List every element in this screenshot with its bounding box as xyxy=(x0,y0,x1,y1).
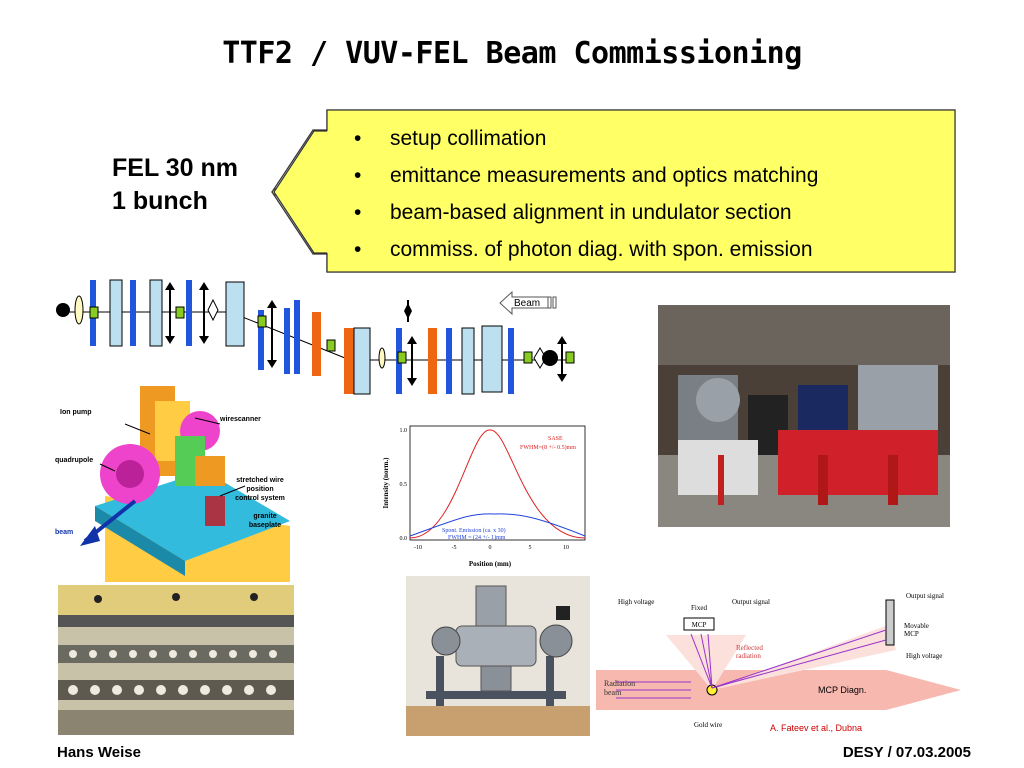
svg-text:beam: beam xyxy=(604,688,622,697)
label-quadrupole: quadrupole xyxy=(55,457,93,464)
detector-device-svg xyxy=(406,576,590,736)
credit-text: A. Fateev et al., Dubna xyxy=(770,723,862,733)
beam-label: Beam xyxy=(514,298,540,309)
svg-text:MCP: MCP xyxy=(904,630,919,638)
orange-dipole xyxy=(428,328,437,394)
xtick: 10 xyxy=(563,545,569,551)
bullet-item: commiss. of photon diag. with spon. emis… xyxy=(350,231,940,268)
xtick: -5 xyxy=(452,545,457,551)
label-stretched-wire: stretched wire xyxy=(236,477,284,484)
svg-text:position: position xyxy=(246,486,273,493)
label-radiation-beam: Radiation xyxy=(604,679,635,688)
beamline-schematic: Beam xyxy=(0,270,1024,400)
bpm-icon xyxy=(257,315,267,328)
undulator-drawing-svg: Ion pump wirescanner quadrupole stretche… xyxy=(55,386,290,582)
sase-curve xyxy=(409,429,586,539)
label-mcp-diagn: MCP Diagn. xyxy=(818,685,866,695)
svg-text:control system: control system xyxy=(235,495,285,502)
label-wirescanner: wirescanner xyxy=(219,416,261,423)
xtick: 5 xyxy=(529,545,532,551)
bpm-icon xyxy=(89,306,99,319)
plot-xlabel: Position (mm) xyxy=(469,560,512,568)
blue-magnet xyxy=(294,300,300,374)
svg-text:MCP: MCP xyxy=(692,621,707,629)
fel-bunch: 1 bunch xyxy=(112,187,208,215)
bullet-item: setup collimation xyxy=(350,120,940,157)
label-ion-pump: Ion pump xyxy=(60,409,92,416)
undulator-holes-svg xyxy=(58,585,294,735)
ytick: 0.5 xyxy=(400,482,408,488)
bpm-icon xyxy=(565,351,575,364)
ytick: 0.0 xyxy=(400,536,408,542)
blue-magnet xyxy=(186,280,192,346)
tunnel-photo-svg xyxy=(658,305,950,527)
label-reflected: Reflected xyxy=(736,644,763,652)
left-screen-icon xyxy=(74,295,84,325)
svg-text:baseplate: baseplate xyxy=(249,522,281,529)
radiation-beam-shape xyxy=(596,670,961,710)
blue-magnet xyxy=(508,328,514,394)
left-stop-icon xyxy=(56,303,70,317)
label-movable-mcp: Movable xyxy=(904,622,929,630)
blue-magnet xyxy=(446,328,452,394)
blue-magnet xyxy=(284,308,290,374)
right-stop-icon xyxy=(542,350,558,366)
quad-box xyxy=(109,279,123,347)
plot-sase-label: SASE xyxy=(548,436,563,442)
undulator-holes-photo xyxy=(58,585,294,735)
label-output-signal-right: Output signal xyxy=(906,592,944,600)
quad-box xyxy=(353,327,371,395)
blue-magnet xyxy=(130,280,136,346)
tunnel-photo xyxy=(658,305,950,527)
fixed-mcp-box xyxy=(683,617,715,631)
ytick: 1.0 xyxy=(400,428,408,434)
quad-box xyxy=(149,279,163,347)
footer-author: Hans Weise xyxy=(57,744,141,761)
screen-icon xyxy=(378,347,386,369)
movable-mcp-box xyxy=(885,599,895,646)
mcp-diagram: High voltage Fixed MCP Output signal Ref… xyxy=(596,590,996,736)
bpm-icon xyxy=(175,306,185,319)
slide-title: TTF2 / VUV-FEL Beam Commissioning xyxy=(222,36,802,71)
label-output-signal-left: Output signal xyxy=(732,598,770,606)
label-fixed-mcp: Fixed xyxy=(691,604,707,612)
beamline-svg: Beam xyxy=(56,279,575,395)
emission-plot: SASE FWHM=(8 +/- 0.5)mm Spont. Emission … xyxy=(380,418,590,578)
fel-label: FEL 30 nm 1 bunch xyxy=(112,152,238,218)
hole-pattern xyxy=(68,650,277,695)
bpm-icon xyxy=(326,339,336,352)
undulator-drawing: Ion pump wirescanner quadrupole stretche… xyxy=(55,376,290,582)
xtick: -10 xyxy=(414,545,422,551)
footer-date: DESY / 07.03.2005 xyxy=(842,744,971,761)
orange-dipole xyxy=(312,312,321,376)
plot-spont-fwhm: FWHM = (24 +/- 1)mm xyxy=(448,534,506,541)
detector-device-photo xyxy=(406,576,590,736)
xtick: 0 xyxy=(489,545,492,551)
plot-sase-fwhm: FWHM=(8 +/- 0.5)mm xyxy=(520,444,576,451)
quad-box xyxy=(481,325,503,393)
bpm-icon xyxy=(523,351,533,364)
label-gold-wire: Gold wire xyxy=(694,721,722,729)
label-beam: beam xyxy=(55,529,73,536)
quad-box xyxy=(461,327,475,395)
label-high-voltage-right: High voltage xyxy=(906,652,942,660)
bpm-icon xyxy=(397,351,407,364)
emission-plot-svg: SASE FWHM=(8 +/- 0.5)mm Spont. Emission … xyxy=(382,425,586,568)
orange-dipole xyxy=(344,328,356,394)
svg-text:radiation: radiation xyxy=(736,652,761,660)
bullet-list: setup collimation emittance measurements… xyxy=(350,120,940,268)
fel-wavelength: FEL 30 nm xyxy=(112,154,238,182)
label-high-voltage-top: High voltage xyxy=(618,598,654,606)
bullet-item: beam-based alignment in undulator sectio… xyxy=(350,194,940,231)
plot-ylabel: Intensity (norm.) xyxy=(382,457,390,509)
blue-magnet xyxy=(258,310,264,370)
quad-box xyxy=(225,281,245,347)
label-granite: granite xyxy=(253,513,276,520)
mcp-diagram-svg: High voltage Fixed MCP Output signal Ref… xyxy=(596,590,996,736)
spont-curve xyxy=(409,513,586,537)
plot-spont-label: Spont. Emission (ca. x 30) xyxy=(442,527,506,534)
bullet-item: emittance measurements and optics matchi… xyxy=(350,157,940,194)
